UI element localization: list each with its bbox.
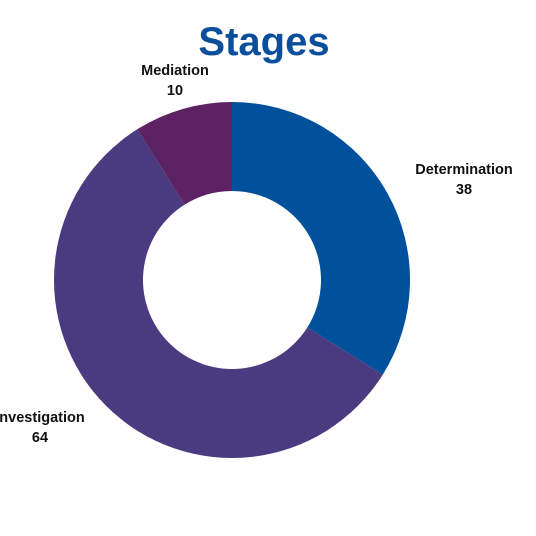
slice-mediation[interactable]: [137, 102, 232, 205]
slice-label-determination: Determination: [415, 162, 513, 178]
slice-value-determination: 38: [456, 182, 472, 198]
slice-determination[interactable]: [232, 102, 410, 375]
slices-group: [53, 102, 410, 459]
slice-value-investigation: 64: [32, 430, 48, 446]
slice-label-investigation: Investigation: [0, 410, 85, 426]
slice-investigation[interactable]: [53, 129, 383, 459]
slice-label-mediation: Mediation: [141, 63, 209, 79]
chart-title: Stages: [198, 20, 329, 64]
slice-value-mediation: 10: [167, 83, 183, 99]
